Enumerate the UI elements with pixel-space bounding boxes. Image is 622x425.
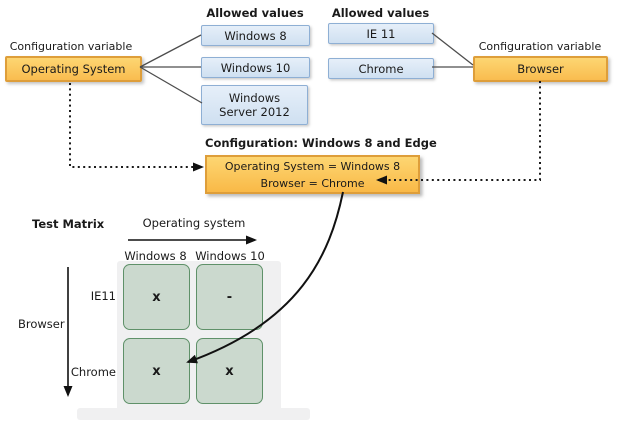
configuration-box: Operating System = Windows 8 Browser = C…: [205, 155, 420, 194]
matrix-title: Test Matrix: [32, 217, 105, 231]
browser-value-chrome: Chrome: [328, 58, 434, 79]
os-allowed-values-title: Allowed values: [206, 6, 304, 20]
matrix-cell-ie11-windows8: x: [123, 264, 190, 330]
os-variable-box: Operating System: [5, 56, 142, 82]
os-value-windows8: Windows 8: [201, 25, 310, 46]
matrix-cell-ie11-windows10: -: [196, 264, 263, 330]
os-variable-label: Configuration variable: [9, 40, 133, 53]
matrix-x-axis-label: Operating system: [142, 216, 246, 230]
browser-variable-label: Configuration variable: [478, 40, 602, 53]
configuration-line-os: Operating System = Windows 8: [224, 159, 401, 173]
matrix-cell-chrome-windows10: x: [196, 338, 263, 404]
matrix-y-axis-label: Browser: [18, 317, 65, 331]
matrix-col-header-windows8: Windows 8: [124, 249, 187, 263]
browser-variable-box: Browser: [473, 56, 608, 82]
connector-os-windows-server: [139, 66, 203, 104]
connector-ie11-browser: [431, 32, 474, 66]
configuration-title: Configuration: Windows 8 and Edge: [205, 136, 437, 150]
matrix-row-header-chrome: Chrome: [70, 365, 116, 379]
os-value-windows10: Windows 10: [201, 57, 310, 78]
configuration-line-browser: Browser = Chrome: [260, 176, 365, 190]
connector-os-windows8: [139, 34, 202, 68]
dotted-arrow-os-to-configuration: [69, 83, 204, 172]
os-value-windows-server-2012: Windows Server 2012: [201, 85, 308, 125]
matrix-col-header-windows10: Windows 10: [195, 249, 265, 263]
browser-allowed-values-title: Allowed values: [331, 6, 430, 20]
matrix-row-header-ie11: IE11: [90, 289, 116, 303]
browser-value-ie11: IE 11: [328, 23, 434, 44]
matrix-cell-chrome-windows8: x: [123, 338, 190, 404]
